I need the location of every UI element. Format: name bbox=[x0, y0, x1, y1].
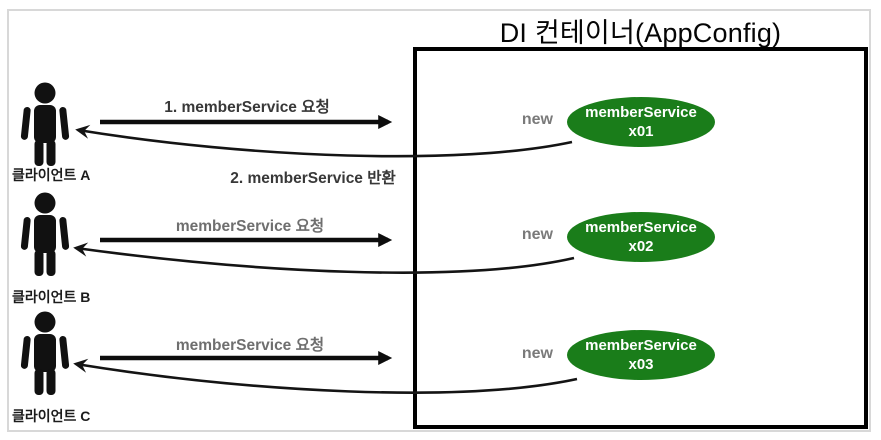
client-a-label: 클라이언트 A bbox=[12, 167, 91, 183]
instance-id: x01 bbox=[628, 123, 654, 140]
instance-name: memberService bbox=[585, 337, 697, 354]
request-label-a: 1. memberService 요청 bbox=[164, 99, 330, 116]
instance-name: memberService bbox=[585, 104, 697, 121]
page-title: DI 컨테이너(AppConfig) bbox=[499, 18, 782, 48]
client-c-label: 클라이언트 C bbox=[12, 408, 91, 424]
instance-id: x02 bbox=[628, 238, 654, 255]
new-label-x03: new bbox=[521, 345, 553, 362]
client-b-label: 클라이언트 B bbox=[12, 289, 91, 305]
new-label-x01: new bbox=[521, 111, 553, 128]
instance-id: x03 bbox=[628, 356, 654, 373]
diagram-outer-frame bbox=[7, 9, 871, 432]
instance-ellipse-x03: memberService x03 bbox=[567, 330, 715, 380]
request-label-c: memberService 요청 bbox=[175, 337, 325, 354]
instance-ellipse-x01: memberService x01 bbox=[567, 97, 715, 147]
return-label-a: 2. memberService 반환 bbox=[230, 170, 396, 187]
instance-name: memberService bbox=[585, 219, 697, 236]
request-label-b: memberService 요청 bbox=[175, 218, 325, 235]
new-label-x02: new bbox=[521, 226, 553, 243]
instance-ellipse-x02: memberService x02 bbox=[567, 212, 715, 262]
